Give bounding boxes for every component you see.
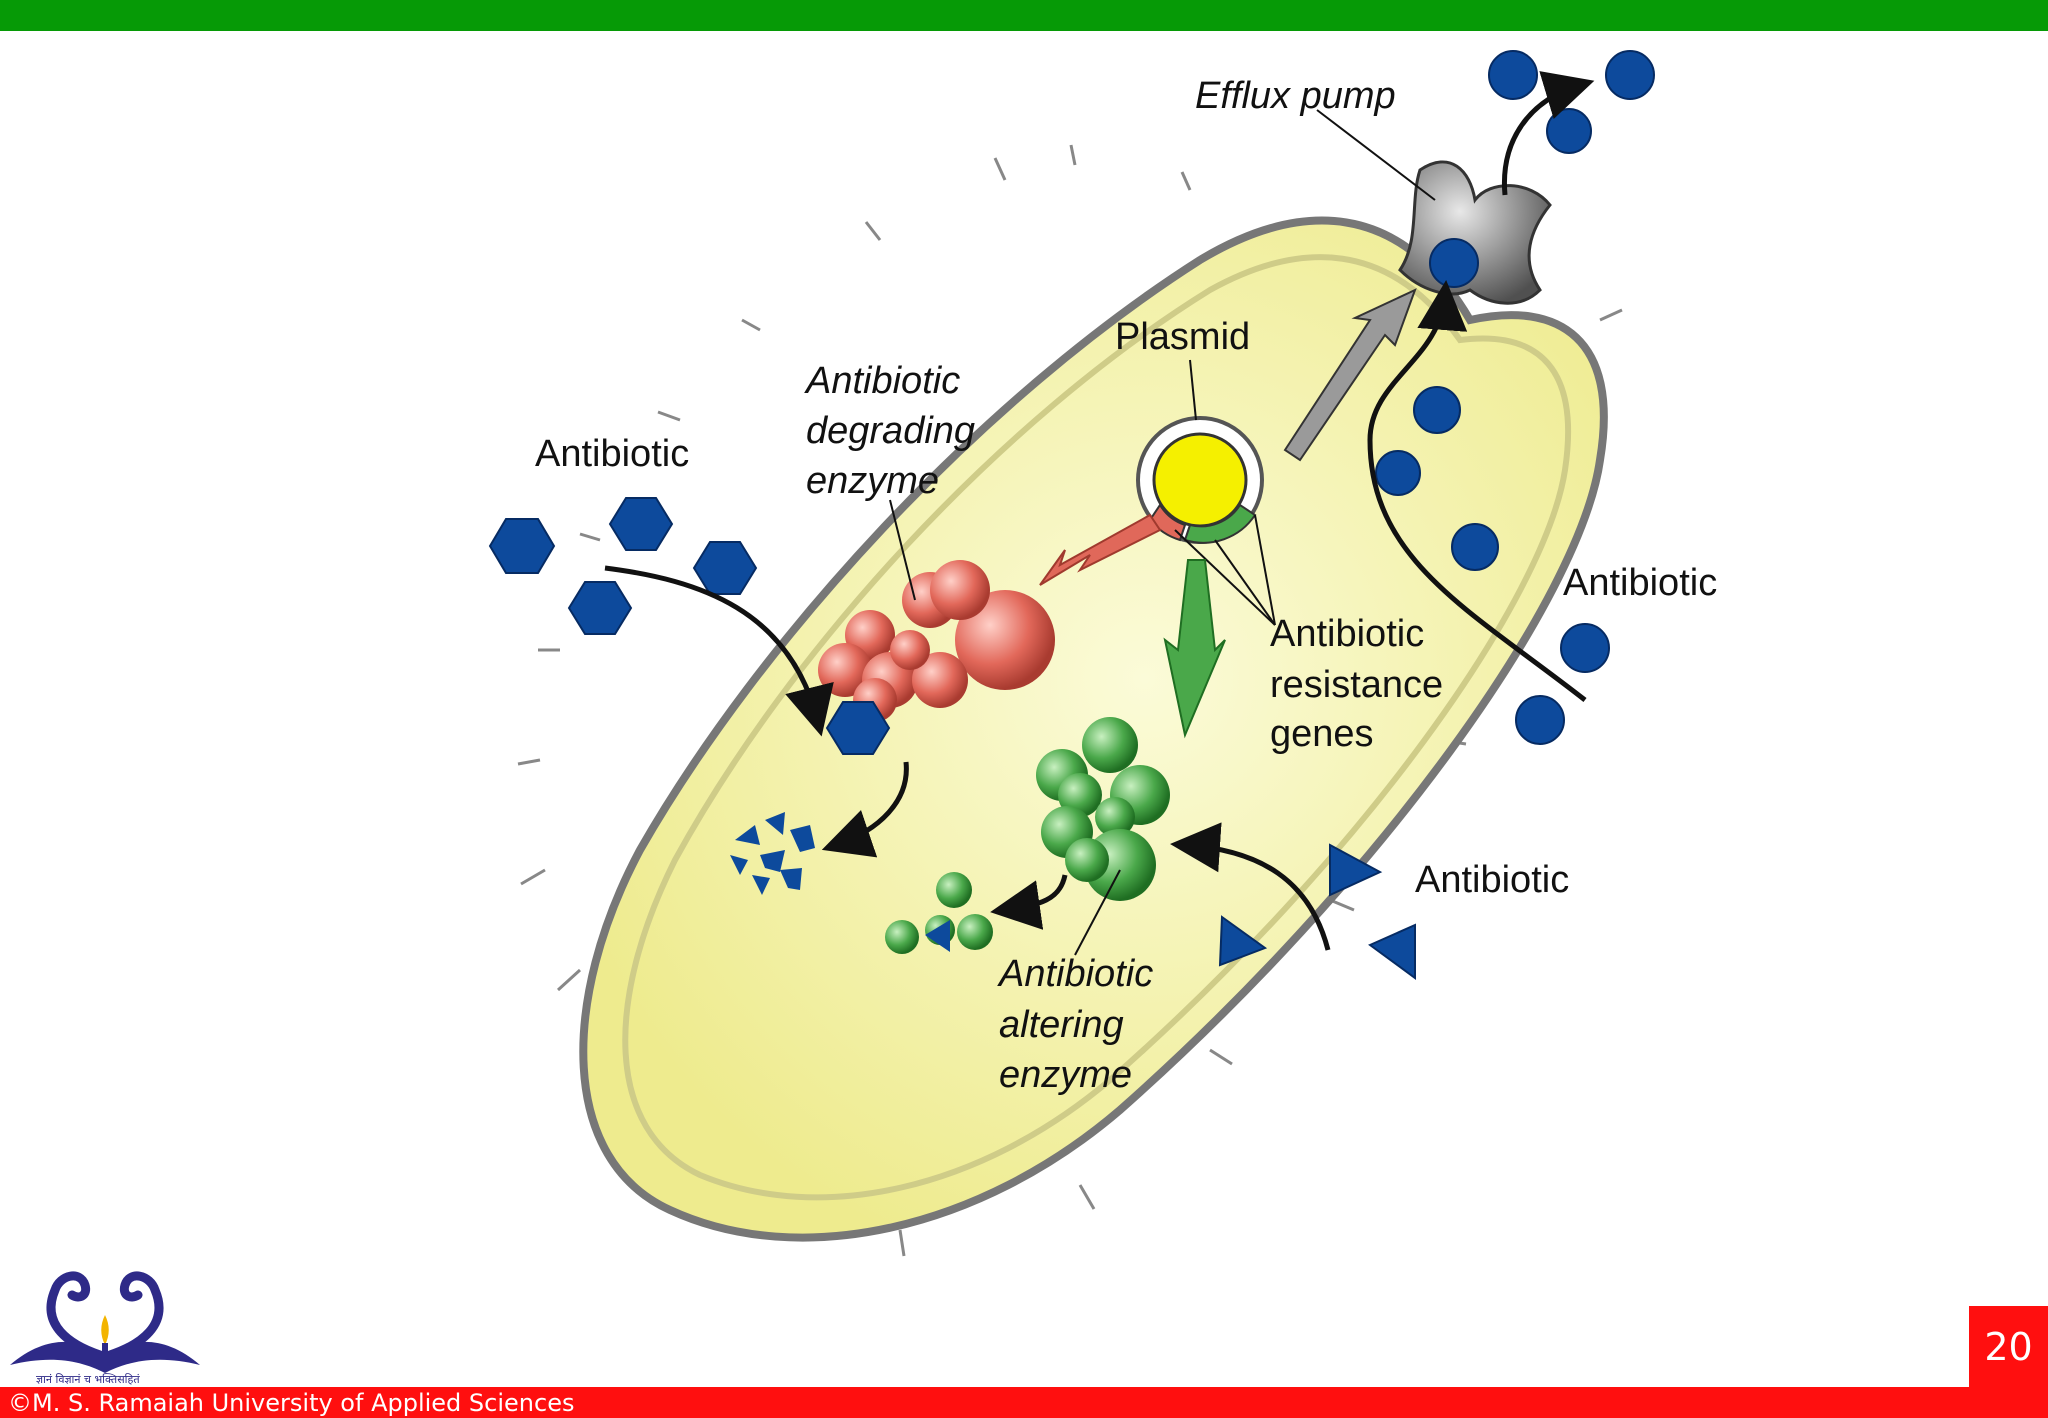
antibiotic-circles xyxy=(1375,50,1655,745)
page-number: 20 xyxy=(1969,1306,2048,1387)
altering-enzyme xyxy=(885,717,1170,956)
label-resistance-genes-line-3: genes xyxy=(1270,713,1374,755)
bottom-bar xyxy=(0,1387,2048,1418)
label-resistance-genes-line-2: resistance xyxy=(1270,664,1443,706)
gene-pointer-lines xyxy=(1174,514,1276,626)
degraded-antibiotic-fragments xyxy=(730,812,815,895)
label-degrading-enzyme-line-2: degrading xyxy=(806,410,975,452)
label-altering-enzyme-line-2: altering xyxy=(999,1004,1124,1046)
degrading-enzyme xyxy=(818,499,1055,722)
antibiotic-triangles xyxy=(1218,843,1416,980)
label-altering-enzyme-line-3: enzyme xyxy=(999,1054,1132,1096)
label-antibiotic-right: Antibiotic xyxy=(1563,562,1717,604)
top-bar xyxy=(0,0,2048,31)
plasmid-arrows xyxy=(1039,288,1417,739)
label-altering-enzyme-line-1: Antibiotic xyxy=(997,953,1153,995)
footer-copyright: ©M. S. Ramaiah University of Applied Sci… xyxy=(8,1389,575,1417)
label-antibiotic-left: Antibiotic xyxy=(535,433,689,475)
logo-motto: ज्ञानं विज्ञानं च भक्तिसहितं xyxy=(36,1373,140,1386)
label-efflux-pump: Efflux pump xyxy=(1195,75,1396,117)
label-antibiotic-bottom: Antibiotic xyxy=(1415,859,1569,901)
label-degrading-enzyme-line-3: enzyme xyxy=(806,460,939,502)
label-plasmid: Plasmid xyxy=(1115,316,1250,358)
university-logo xyxy=(10,1271,200,1373)
antibiotic-hexagons xyxy=(488,497,891,755)
pathway-arrows xyxy=(604,71,1595,951)
label-degrading-enzyme-line-1: Antibiotic xyxy=(804,360,960,402)
label-resistance-genes-line-1: Antibiotic xyxy=(1270,613,1424,655)
